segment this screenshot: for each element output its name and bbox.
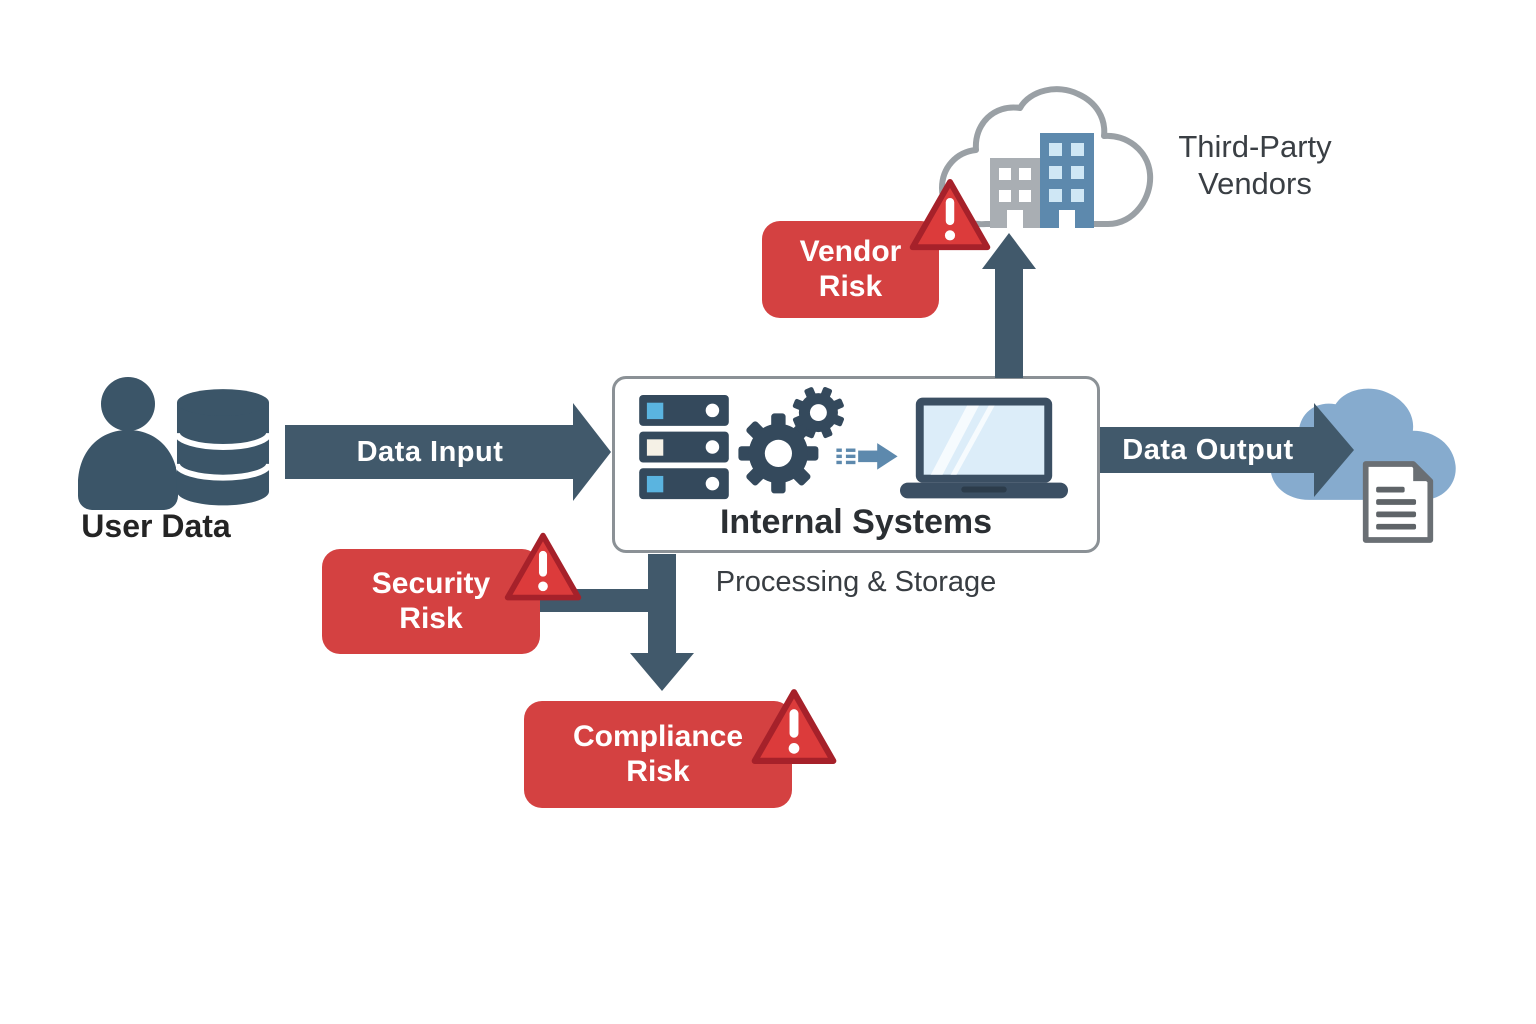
- internal-systems-title: Internal Systems: [719, 503, 993, 541]
- data-output-arrow: Data Output: [1100, 403, 1354, 497]
- document-icon: [1362, 461, 1434, 543]
- data-output-arrowhead: [1314, 403, 1354, 497]
- laptop-icon: [900, 397, 1068, 499]
- user-data-label: User Data: [81, 508, 231, 544]
- security-risk-label: Security Risk: [371, 567, 491, 635]
- compliance-risk-label: Compliance Risk: [572, 720, 744, 788]
- server-icon: [639, 395, 729, 500]
- data-input-label: Data Input: [356, 435, 504, 468]
- security-risk-badge: Security Risk: [322, 549, 540, 654]
- vendors-cloud-icon: [939, 86, 1154, 228]
- data-output-label: Data Output: [1122, 433, 1294, 466]
- user-icon: [78, 377, 178, 510]
- vendor-up-arrow: [982, 233, 1036, 378]
- warning-triangle-icon: [504, 532, 582, 601]
- data-input-arrow: Data Input: [285, 403, 611, 501]
- warning-triangle-icon: [909, 178, 991, 251]
- data-input-arrowhead: [573, 403, 611, 501]
- building-blue-icon: [1040, 133, 1094, 228]
- warning-triangle-icon: [751, 689, 837, 764]
- gears-icon: [738, 386, 844, 494]
- compliance-risk-badge: Compliance Risk: [524, 701, 792, 808]
- vendor-risk-badge: Vendor Risk: [762, 221, 939, 318]
- building-gray-icon: [990, 158, 1042, 228]
- processing-storage-label: Processing & Storage: [715, 566, 997, 598]
- database-icon: [176, 389, 270, 506]
- compliance-down-arrow: [630, 554, 694, 691]
- vendor-risk-label: Vendor Risk: [799, 235, 902, 303]
- process-arrow-icon: [836, 443, 898, 470]
- third-party-vendors-label: Third-Party Vendors: [1178, 129, 1332, 202]
